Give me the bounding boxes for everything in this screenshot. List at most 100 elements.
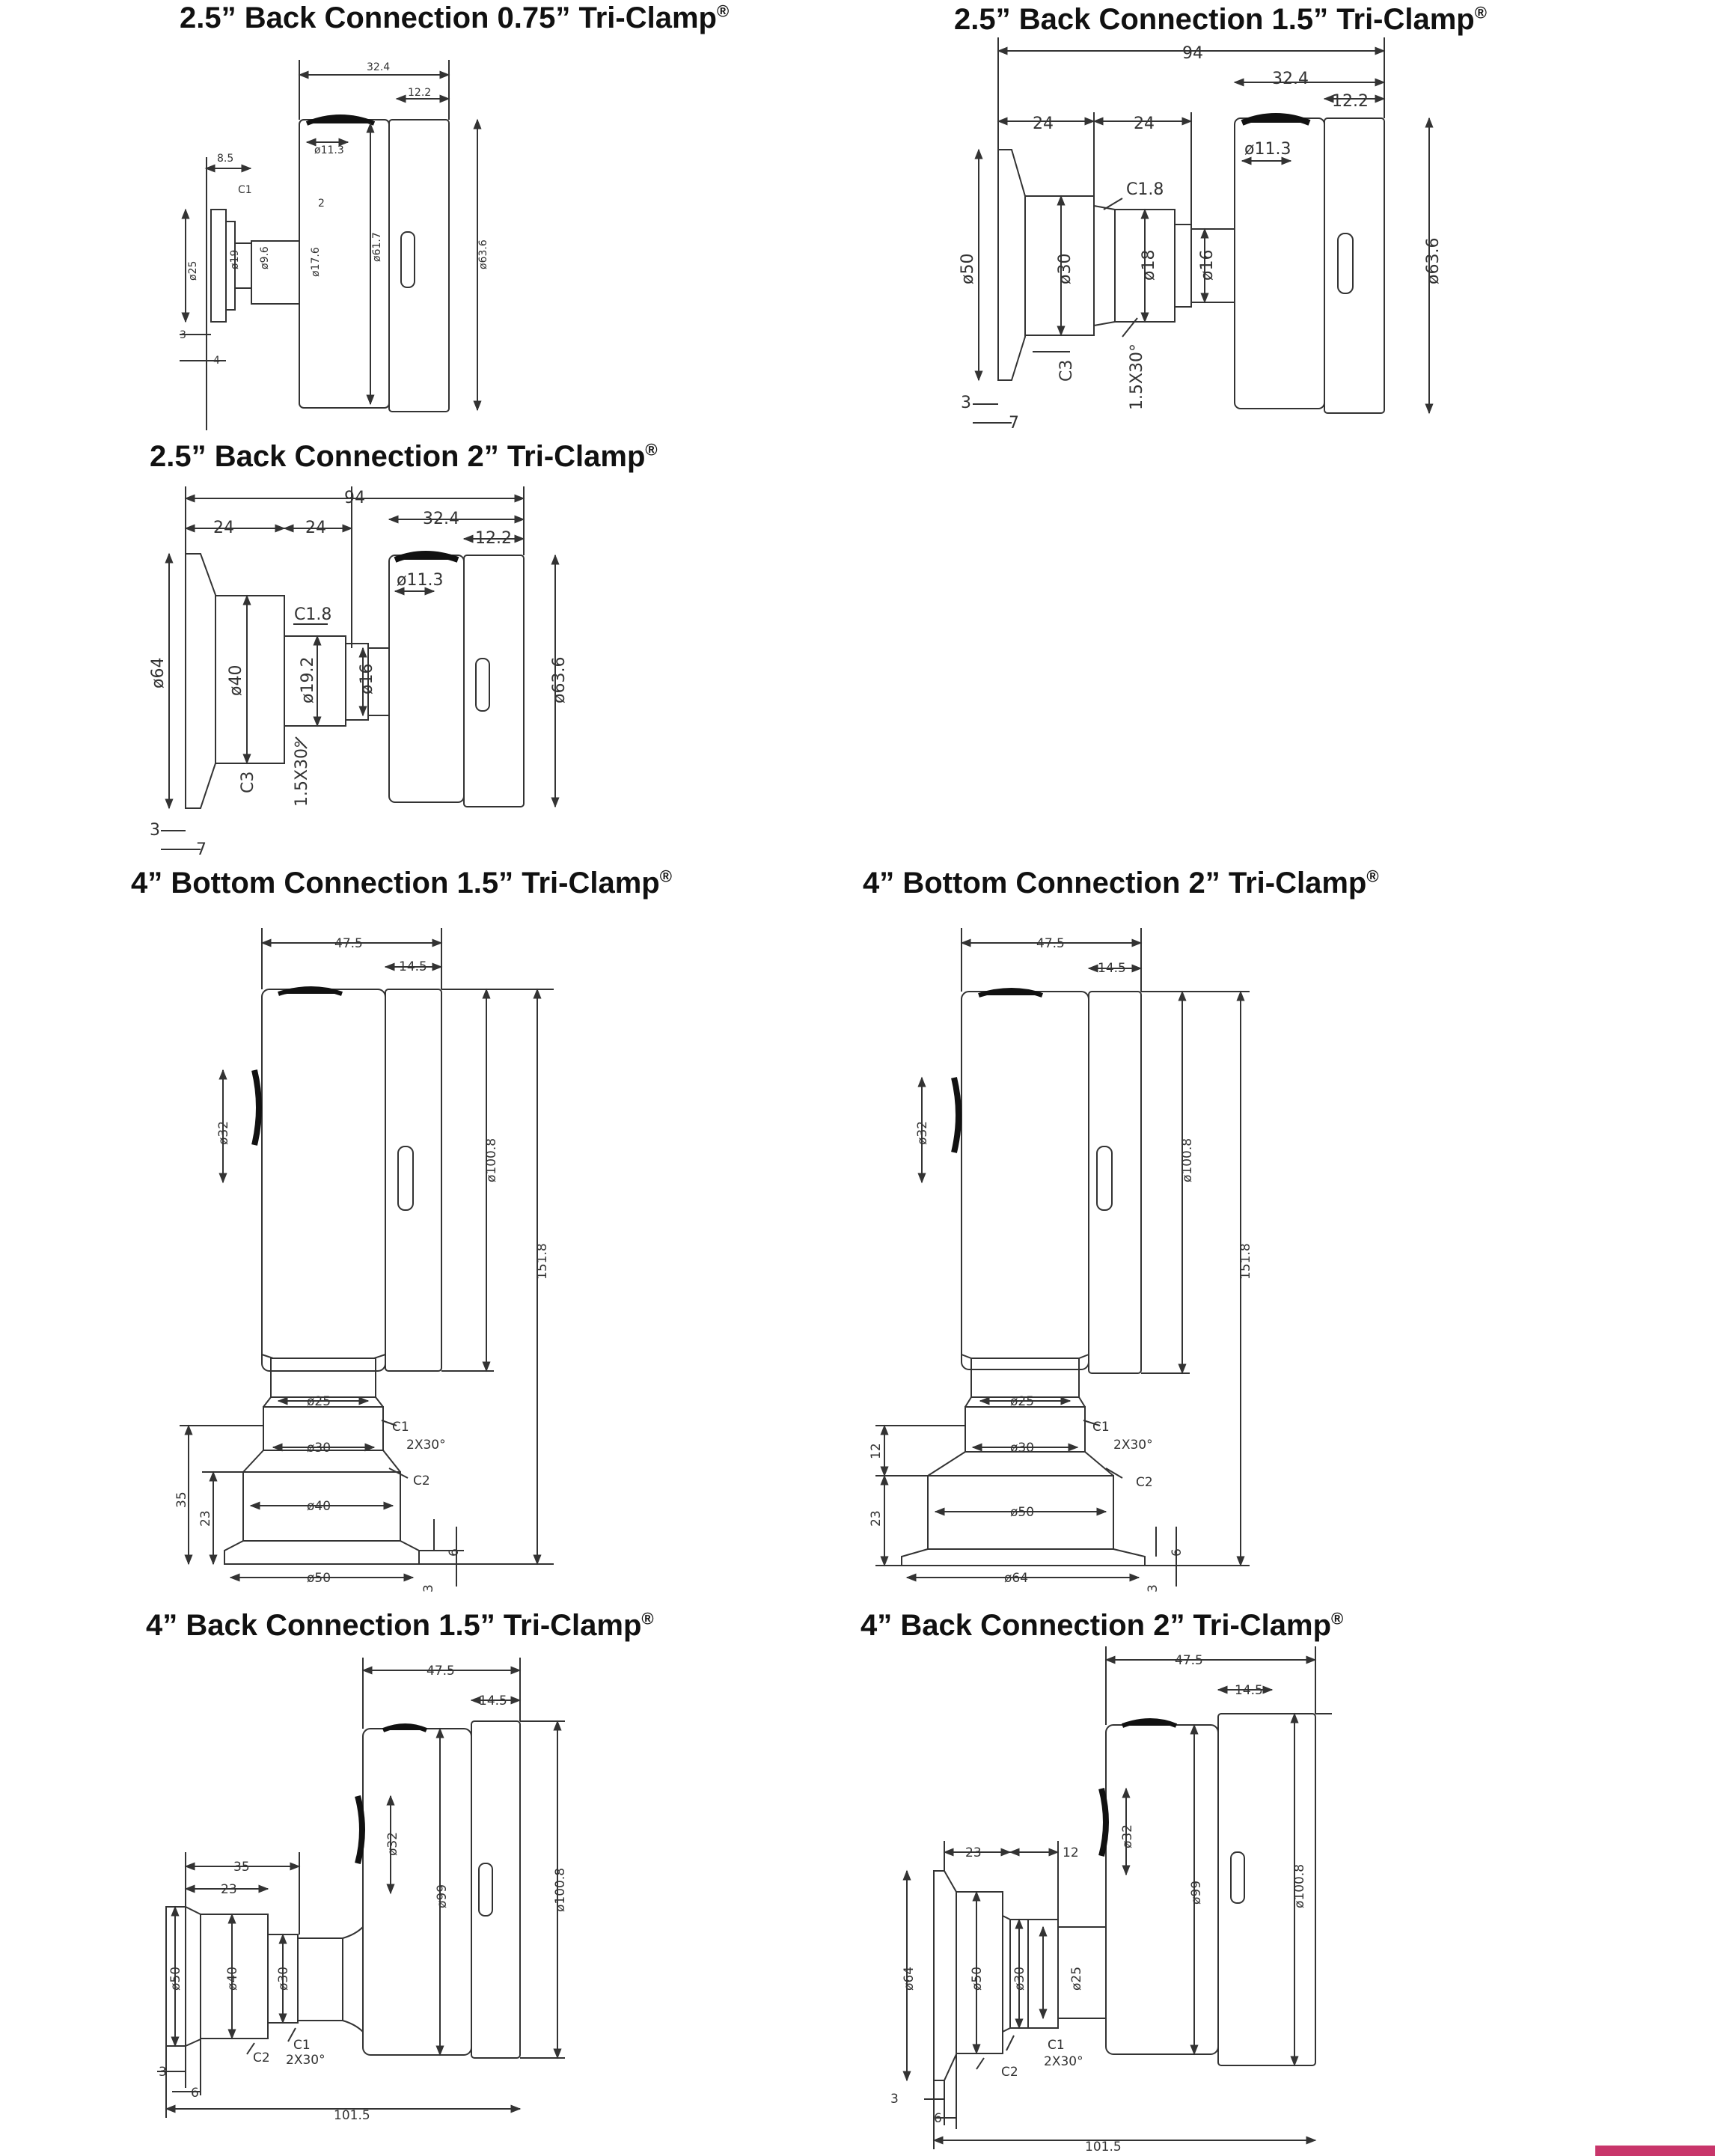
dim-label: C1: [1092, 1420, 1110, 1435]
dim-label: ø30: [1012, 1967, 1027, 1991]
dim-label: 1.5X30°: [1128, 343, 1146, 410]
dim-label: ø25: [1010, 1394, 1034, 1409]
dim-label: ø63.6: [550, 657, 569, 703]
dim-label: ø11.3: [314, 144, 344, 156]
dim-label: ø16: [358, 664, 376, 694]
dim-label: 6: [1170, 1548, 1184, 1557]
title-text: 4” Bottom Connection 1.5” Tri-Clamp: [131, 867, 660, 900]
dimension-lines: [180, 60, 482, 430]
dim-label: 24: [1033, 114, 1054, 133]
registered-mark: ®: [1366, 867, 1379, 886]
dim-label: 24: [305, 519, 326, 537]
dimension-lines: [902, 1646, 1332, 2149]
dim-label: 23: [198, 1510, 213, 1527]
dim-label: 47.5: [1036, 936, 1065, 951]
fitting: [165, 1906, 364, 2047]
dim-label: 47.5: [427, 1664, 455, 1679]
dim-label: 23: [221, 1882, 237, 1897]
registered-mark: ®: [659, 867, 672, 886]
dim-label: 14.5: [479, 1694, 507, 1708]
dim-label: C2: [1136, 1475, 1153, 1490]
dim-label: ø100.8: [1292, 1864, 1307, 1908]
title-d1: 2.5” Back Connection 1.5” Tri-Clamp®: [954, 4, 1487, 34]
dim-label: ø50: [959, 254, 977, 284]
dim-label: 3: [421, 1584, 436, 1592]
dimension-labels: 47.5 14.5 ø32 ø100.8 151.8 ø25 C1 ø30 2X…: [174, 936, 550, 1592]
dim-label: 2X30°: [406, 1438, 446, 1453]
dim-label: 2: [318, 198, 325, 210]
dim-label: 47.5: [334, 936, 363, 951]
dim-label: ø19: [229, 250, 241, 269]
registered-mark: ®: [641, 1609, 654, 1628]
dim-label: ø11.3: [1244, 140, 1291, 159]
dim-label: ø18: [1140, 250, 1158, 281]
dim-label: 12: [869, 1443, 884, 1459]
dim-label: ø100.8: [553, 1868, 568, 1912]
drawing-d0: 32.4 12.2 ø11.3 8.5 C1 2 ø25 ø19 ø9.6 ø1…: [180, 60, 489, 430]
dim-label: ø40: [227, 665, 245, 696]
registered-mark: ®: [645, 440, 658, 459]
dim-label: 23: [965, 1845, 982, 1860]
dim-label: 14.5: [1098, 961, 1126, 976]
title-d3: 4” Bottom Connection 1.5” Tri-Clamp®: [131, 868, 672, 898]
dim-label: ø25: [1069, 1967, 1084, 1991]
dim-label: ø32: [1120, 1824, 1135, 1848]
title-text: 4” Bottom Connection 2” Tri-Clamp: [863, 867, 1367, 900]
sensor-body: [1234, 113, 1385, 414]
fitting: [210, 209, 300, 323]
dimension-labels: 47.5 14.5 ø32 ø99 ø100.8 23 12 ø64 ø50 ø…: [890, 1653, 1307, 2155]
dim-label: ø32: [216, 1121, 231, 1145]
dim-label: ø25: [307, 1394, 331, 1409]
dimension-labels: 47.5 14.5 ø32 ø99 ø100.8 35 23 ø50 ø40 ø…: [159, 1664, 568, 2123]
dim-label: 2X30°: [1113, 1438, 1153, 1453]
dim-label: ø50: [1010, 1505, 1034, 1520]
sensor-body: [299, 114, 450, 412]
dim-label: C2: [1001, 2065, 1018, 2080]
dim-label: C3: [239, 772, 257, 793]
dim-label: 3: [150, 821, 160, 840]
dim-label: 12.2: [475, 529, 512, 548]
title-text: 2.5” Back Connection 0.75” Tri-Clamp: [180, 1, 717, 34]
title-d6: 4” Back Connection 2” Tri-Clamp®: [860, 1610, 1343, 1640]
dim-label: 35: [174, 1491, 189, 1508]
dim-label: 47.5: [1175, 1653, 1203, 1668]
dimension-labels: 94 24 24 32.4 12.2 ø11.3 C1.8 ø64 ø40 ø1…: [149, 489, 569, 859]
sensor-body: [1098, 1713, 1316, 2066]
dim-label: 7: [1009, 414, 1019, 433]
dim-label: C1.8: [1126, 180, 1164, 199]
sensor-body: [251, 986, 442, 1372]
dim-label: 24: [213, 519, 234, 537]
dim-label: ø64: [1004, 1571, 1028, 1586]
dim-label: 12.2: [1332, 92, 1369, 111]
dim-label: ø17.6: [310, 247, 322, 277]
dim-label: ø25: [187, 261, 199, 281]
dim-label: 35: [233, 1860, 250, 1875]
dim-label: ø30: [307, 1441, 331, 1456]
dim-label: 12: [1063, 1845, 1079, 1860]
dim-label: ø40: [307, 1499, 331, 1514]
dim-label: ø50: [307, 1571, 331, 1586]
dim-label: 151.8: [535, 1243, 550, 1280]
title-text: 2.5” Back Connection 1.5” Tri-Clamp: [954, 3, 1475, 36]
title-text: 4” Back Connection 2” Tri-Clamp: [860, 1609, 1332, 1642]
dim-label: 2X30°: [286, 2053, 325, 2068]
dim-label: C1.8: [294, 605, 331, 624]
dim-label: 6: [447, 1548, 462, 1557]
dim-label: C3: [1057, 360, 1076, 382]
dim-label: ø100.8: [1180, 1138, 1195, 1182]
drawing-d1: 94 32.4 12.2 ø11.3 24 24 C1.8 ø50 ø30 ø1…: [959, 37, 1443, 433]
dim-label: ø99: [435, 1884, 450, 1908]
dim-label: ø100.8: [484, 1138, 499, 1182]
dim-label: 7: [196, 840, 207, 859]
dim-label: 32.4: [1272, 70, 1309, 88]
dimension-lines: [973, 37, 1434, 424]
dim-label: 3: [1146, 1584, 1161, 1592]
registered-mark: ®: [1331, 1609, 1344, 1628]
dim-label: ø64: [902, 1967, 917, 1991]
dim-label: 151.8: [1238, 1243, 1253, 1280]
dim-label: ø16: [1198, 250, 1217, 281]
dim-label: ø40: [225, 1967, 240, 1991]
dim-label: ø30: [1010, 1441, 1034, 1456]
dimension-labels: 32.4 12.2 ø11.3 8.5 C1 2 ø25 ø19 ø9.6 ø1…: [180, 61, 489, 367]
dim-label: ø11.3: [397, 571, 443, 590]
